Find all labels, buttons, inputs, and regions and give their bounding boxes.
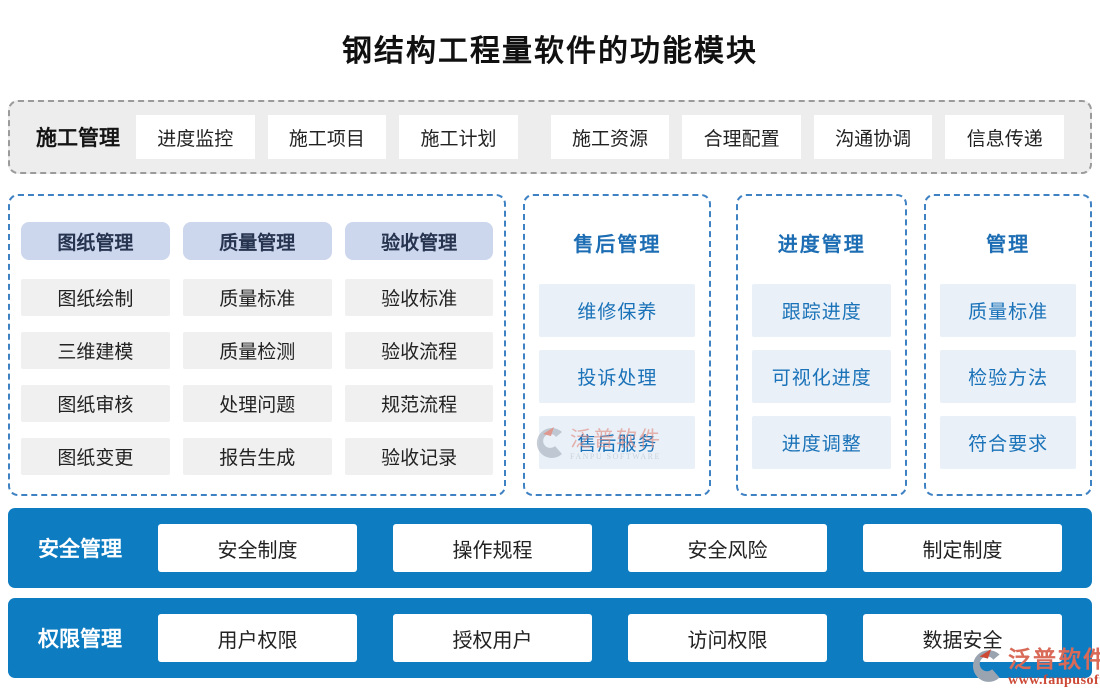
button-repair-maintenance[interactable]: 维修保养 [539, 284, 696, 337]
button-visual-progress[interactable]: 可视化进度 [752, 350, 892, 403]
construction-section-label: 施工管理 [36, 126, 120, 150]
page-title: 钢结构工程量软件的功能模块 [342, 35, 758, 68]
progress-panel: 进度管理 跟踪进度 可视化进度 进度调整 [736, 194, 908, 496]
acceptance-management-column: 验收管理 验收标准 验收流程 规范流程 验收记录 [344, 222, 494, 475]
header-drawing-management[interactable]: 图纸管理 [21, 222, 170, 260]
button-reasonable-allocation[interactable]: 合理配置 [682, 115, 801, 159]
middle-panels-row: 图纸管理 图纸绘制 三维建模 图纸审核 图纸变更 质量管理 质量标准 质量检测 … [8, 194, 1092, 496]
button-report-generation[interactable]: 报告生成 [182, 438, 332, 475]
aftersales-panel: 售后管理 维修保养 投诉处理 售后服务 [523, 194, 712, 496]
button-quality-inspection[interactable]: 质量检测 [182, 332, 332, 369]
button-3d-modeling[interactable]: 三维建模 [21, 332, 170, 369]
button-complaint-handling[interactable]: 投诉处理 [539, 350, 696, 403]
button-authorized-user[interactable]: 授权用户 [393, 614, 592, 662]
construction-management-section: 施工管理 进度监控 施工项目 施工计划 施工资源 合理配置 沟通协调 信息传递 [8, 100, 1092, 174]
button-acceptance-record[interactable]: 验收记录 [344, 438, 494, 475]
button-access-permission[interactable]: 访问权限 [628, 614, 827, 662]
permission-bar-label: 权限管理 [38, 627, 122, 651]
aftersales-panel-title: 售后管理 [573, 234, 662, 256]
button-drawing-change[interactable]: 图纸变更 [21, 438, 170, 475]
management-panel: 管理 质量标准 检验方法 符合要求 [924, 194, 1092, 496]
button-aftersales-service[interactable]: 售后服务 [539, 416, 696, 469]
button-safety-risk[interactable]: 安全风险 [628, 524, 827, 572]
button-data-security[interactable]: 数据安全 [863, 614, 1062, 662]
management-panel-title: 管理 [986, 234, 1031, 256]
button-communication-coordination[interactable]: 沟通协调 [813, 115, 933, 159]
button-drawing-review[interactable]: 图纸审核 [21, 385, 170, 422]
permission-management-bar: 权限管理 用户权限 授权用户 访问权限 数据安全 [8, 598, 1092, 678]
button-meet-requirements[interactable]: 符合要求 [940, 416, 1076, 469]
progress-panel-title: 进度管理 [777, 234, 866, 256]
button-safety-system[interactable]: 安全制度 [158, 524, 357, 572]
button-construction-project[interactable]: 施工项目 [267, 115, 387, 159]
button-issue-handling[interactable]: 处理问题 [182, 385, 332, 422]
button-quality-standard[interactable]: 质量标准 [182, 279, 332, 316]
button-acceptance-process[interactable]: 验收流程 [344, 332, 494, 369]
button-quality-standard-2[interactable]: 质量标准 [940, 284, 1076, 337]
safety-bar-label: 安全管理 [38, 537, 122, 561]
button-operating-procedures[interactable]: 操作规程 [393, 524, 592, 572]
button-establish-system[interactable]: 制定制度 [863, 524, 1062, 572]
button-inspection-method[interactable]: 检验方法 [940, 350, 1076, 403]
button-construction-resource[interactable]: 施工资源 [550, 115, 670, 159]
button-standard-process[interactable]: 规范流程 [344, 385, 494, 422]
button-progress-monitor[interactable]: 进度监控 [136, 115, 255, 159]
drawing-management-column: 图纸管理 图纸绘制 三维建模 图纸审核 图纸变更 [21, 222, 170, 475]
button-information-transfer[interactable]: 信息传递 [945, 115, 1065, 159]
button-track-progress[interactable]: 跟踪进度 [752, 284, 892, 337]
quality-management-column: 质量管理 质量标准 质量检测 处理问题 报告生成 [182, 222, 332, 475]
button-construction-plan[interactable]: 施工计划 [399, 115, 518, 159]
button-user-permission[interactable]: 用户权限 [158, 614, 357, 662]
header-acceptance-management[interactable]: 验收管理 [344, 222, 494, 260]
button-progress-adjustment[interactable]: 进度调整 [752, 416, 892, 469]
safety-management-bar: 安全管理 安全制度 操作规程 安全风险 制定制度 [8, 508, 1092, 588]
button-drawing-drafting[interactable]: 图纸绘制 [21, 279, 170, 316]
drawing-quality-acceptance-panel: 图纸管理 图纸绘制 三维建模 图纸审核 图纸变更 质量管理 质量标准 质量检测 … [8, 194, 507, 496]
header-quality-management[interactable]: 质量管理 [182, 222, 332, 260]
button-acceptance-standard[interactable]: 验收标准 [344, 279, 494, 316]
